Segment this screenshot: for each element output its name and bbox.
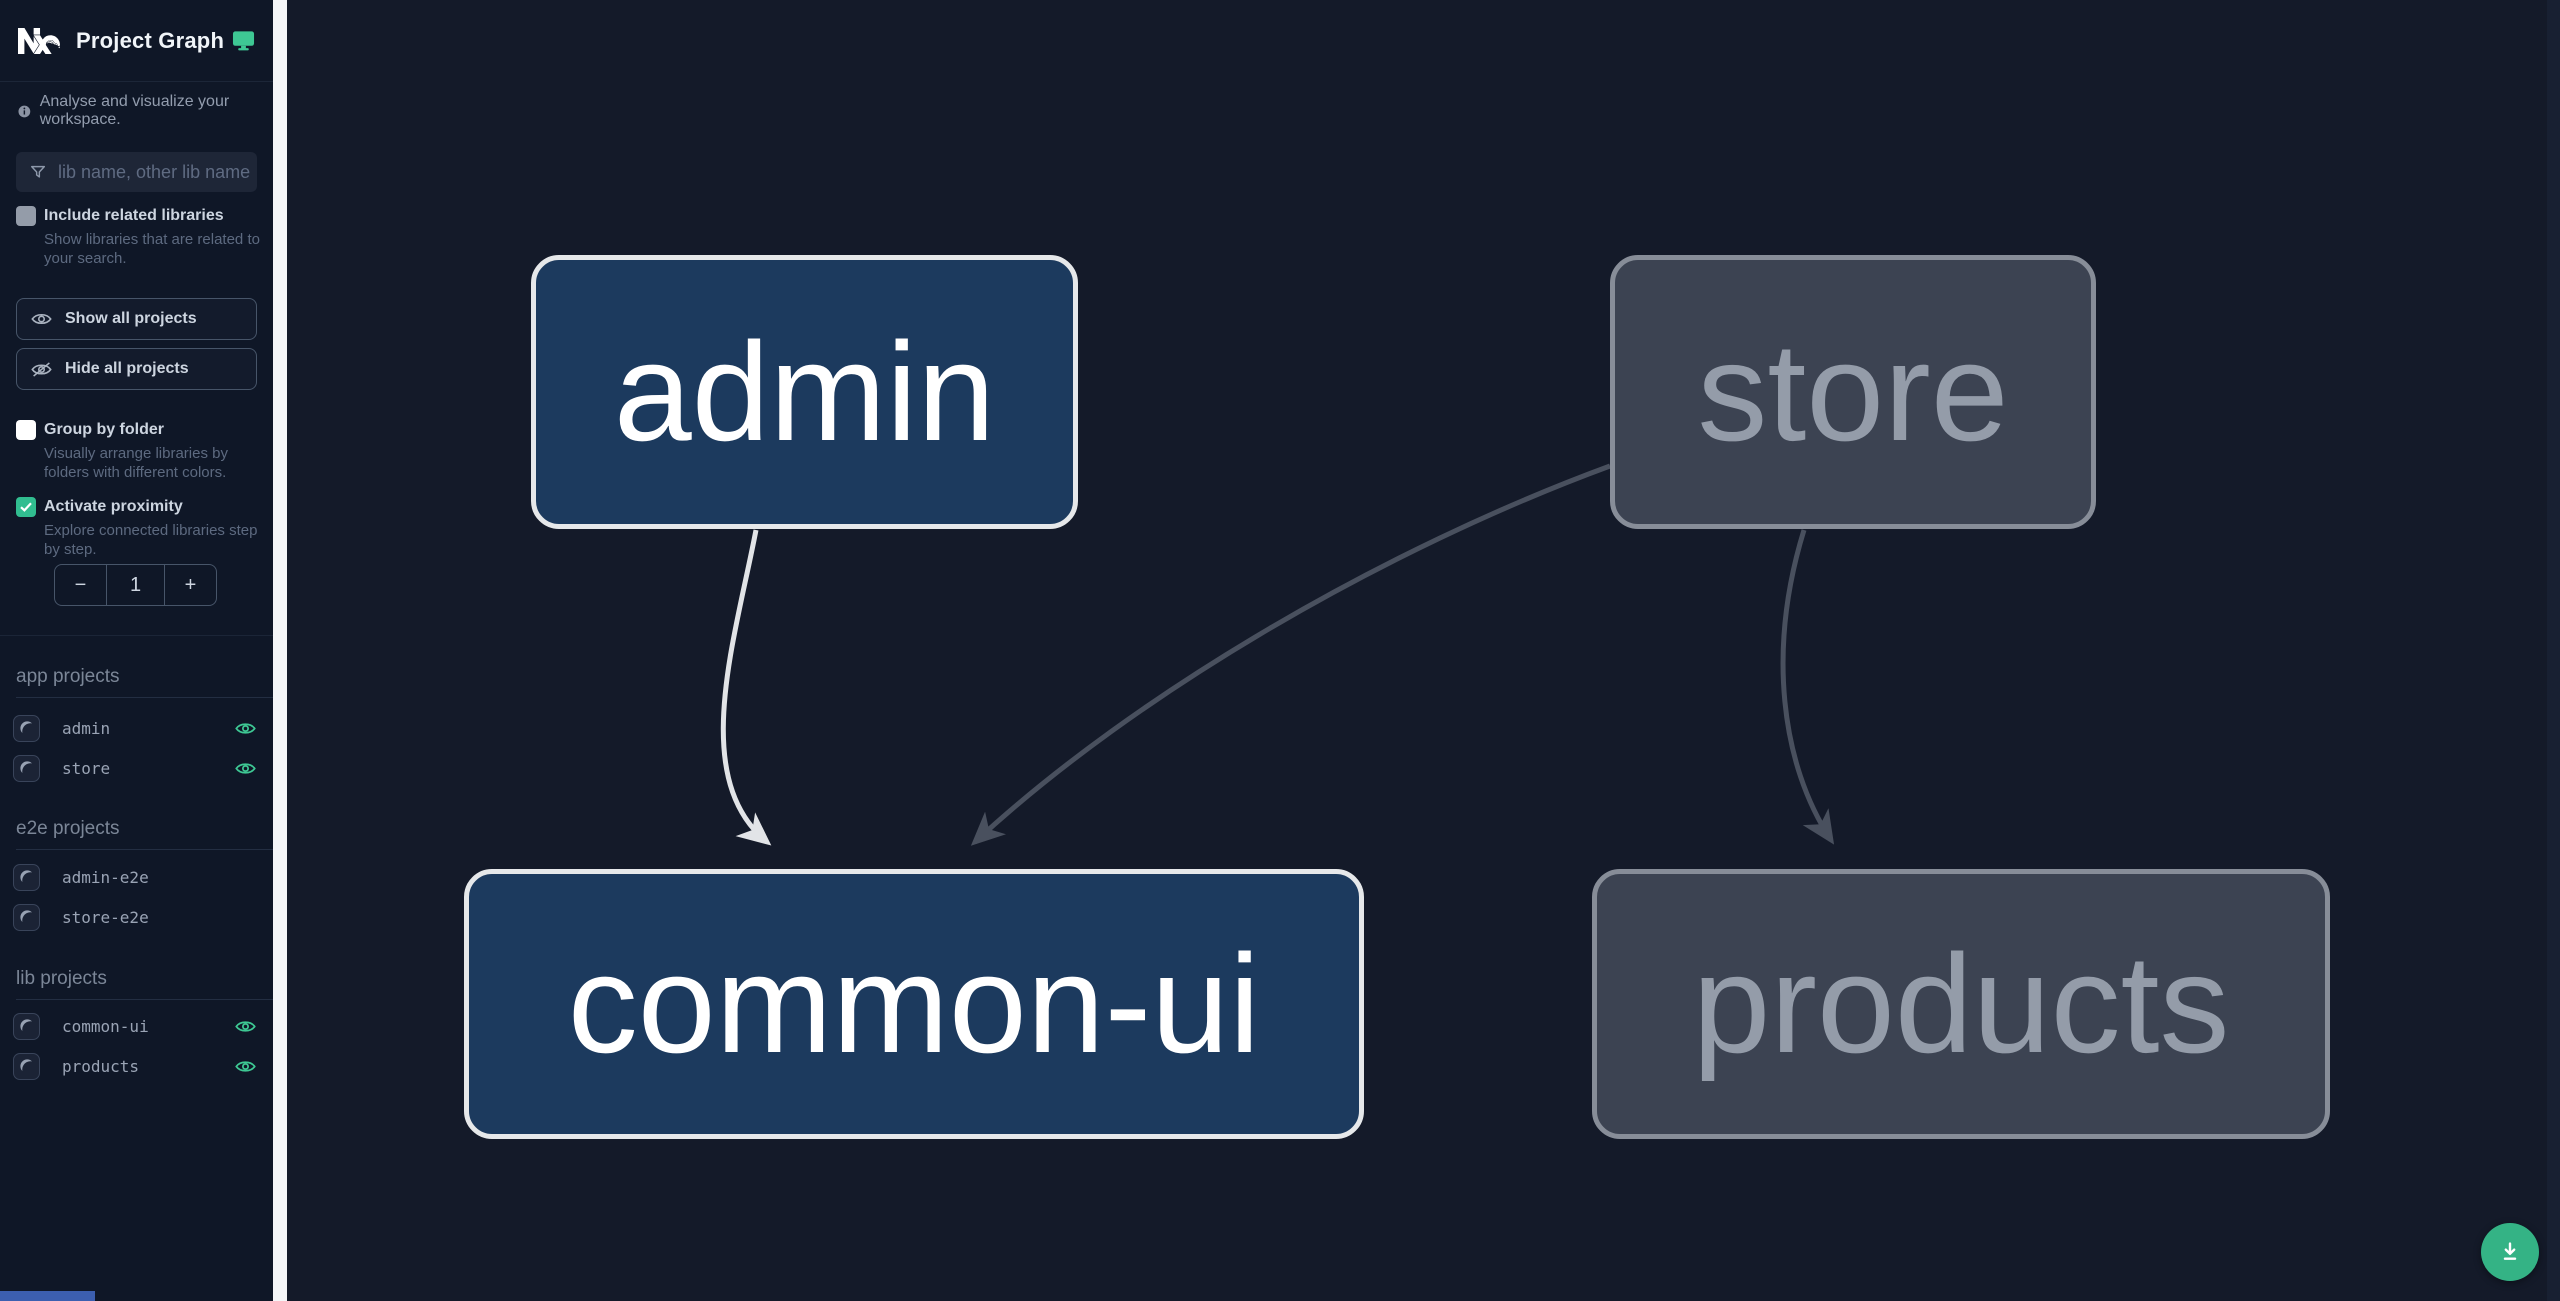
- group-by-folder-label: Group by folder: [44, 421, 164, 438]
- project-row-admin[interactable]: admin: [13, 708, 260, 748]
- tagline-row: Analyse and visualize your workspace.: [18, 93, 273, 129]
- visibility-eye-icon[interactable]: [235, 761, 256, 776]
- project-row-common-ui[interactable]: common-ui: [13, 1006, 260, 1046]
- hide-all-projects-label: Hide all projects: [65, 360, 189, 377]
- project-name: store: [62, 758, 111, 778]
- horizontal-scrollbar-thumb[interactable]: [0, 1291, 95, 1301]
- include-related-row: Include related libraries Show libraries…: [16, 204, 261, 268]
- tagline-text: Analyse and visualize your workspace.: [39, 93, 230, 128]
- sidebar-header: Project Graph: [0, 0, 273, 82]
- activate-proximity-checkbox[interactable]: [16, 497, 36, 517]
- activate-proximity-row: Activate proximity Explore connected lib…: [16, 495, 261, 559]
- filter-icon: [30, 165, 46, 178]
- project-name: admin-e2e: [62, 867, 149, 887]
- proximity-decrement-button[interactable]: −: [74, 573, 87, 596]
- node-store[interactable]: store: [1610, 255, 2096, 529]
- graph-canvas[interactable]: admin store common-ui products: [287, 0, 2560, 1301]
- node-products-label: products: [1692, 925, 2230, 1082]
- include-related-description: Show libraries that are related to your …: [44, 231, 260, 267]
- project-row-admin-e2e[interactable]: admin-e2e: [13, 857, 260, 897]
- project-type-icon: [13, 1052, 40, 1080]
- sidebar-scrollbar-track[interactable]: [273, 0, 287, 1301]
- proximity-depth-value: 1: [106, 565, 165, 605]
- node-common-ui-label: common-ui: [567, 925, 1261, 1082]
- eye-icon: [31, 313, 52, 325]
- eye-off-icon: [31, 361, 52, 377]
- download-icon: [2503, 1242, 2517, 1260]
- section-heading-e2e-projects: e2e projects: [16, 818, 273, 850]
- project-row-store[interactable]: store: [13, 748, 260, 788]
- monitor-icon[interactable]: [232, 30, 255, 52]
- project-name: products: [62, 1056, 140, 1076]
- edge-store-to-products[interactable]: [1780, 529, 1835, 845]
- project-type-icon: [13, 863, 40, 891]
- project-name: common-ui: [62, 1016, 149, 1036]
- sidebar: Project Graph Analyse and visualize your…: [0, 0, 273, 1301]
- info-icon: [18, 105, 31, 117]
- visibility-eye-icon[interactable]: [235, 1059, 256, 1074]
- project-row-products[interactable]: products: [13, 1046, 260, 1086]
- group-by-folder-row: Group by folder Visually arrange librari…: [16, 418, 261, 482]
- download-image-button[interactable]: [2481, 1223, 2539, 1281]
- edge-admin-to-common-ui[interactable]: [720, 529, 772, 846]
- search-input[interactable]: [58, 152, 253, 192]
- project-name: store-e2e: [62, 907, 149, 927]
- node-common-ui[interactable]: common-ui: [464, 869, 1364, 1139]
- sidebar-divider: [0, 635, 273, 636]
- visibility-eye-icon[interactable]: [235, 1019, 256, 1034]
- hide-all-projects-button[interactable]: Hide all projects: [16, 348, 257, 390]
- section-heading-app-projects: app projects: [16, 666, 273, 698]
- project-row-store-e2e[interactable]: store-e2e: [13, 897, 260, 937]
- project-type-icon: [13, 754, 40, 782]
- check-icon: [20, 502, 32, 512]
- project-type-icon: [13, 714, 40, 742]
- proximity-increment-button[interactable]: +: [184, 573, 197, 596]
- group-by-folder-description: Visually arrange libraries by folders wi…: [44, 445, 228, 481]
- section-heading-lib-projects: lib projects: [16, 968, 273, 1000]
- project-name: admin: [62, 718, 111, 738]
- include-related-label: Include related libraries: [44, 207, 224, 224]
- canvas-scrollbar-track[interactable]: [2547, 0, 2560, 1301]
- node-admin-label: admin: [613, 313, 996, 470]
- activate-proximity-label: Activate proximity: [44, 498, 183, 515]
- show-all-projects-button[interactable]: Show all projects: [16, 298, 257, 340]
- search-box: [16, 152, 257, 192]
- app-title: Project Graph: [76, 27, 225, 53]
- visibility-eye-icon[interactable]: [235, 721, 256, 736]
- show-all-projects-label: Show all projects: [65, 310, 197, 327]
- node-store-label: store: [1697, 313, 2009, 470]
- include-related-checkbox[interactable]: [16, 206, 36, 226]
- group-by-folder-checkbox[interactable]: [16, 420, 36, 440]
- project-type-icon: [13, 1012, 40, 1040]
- project-type-icon: [13, 903, 40, 931]
- node-admin[interactable]: admin: [531, 255, 1078, 529]
- edge-store-to-common-ui[interactable]: [970, 463, 1611, 846]
- activate-proximity-description: Explore connected libraries step by step…: [44, 522, 258, 558]
- proximity-depth-stepper: − 1 +: [54, 564, 217, 606]
- dependency-edges: [720, 463, 1835, 846]
- nx-logo-icon: [18, 27, 60, 54]
- node-products[interactable]: products: [1592, 869, 2330, 1139]
